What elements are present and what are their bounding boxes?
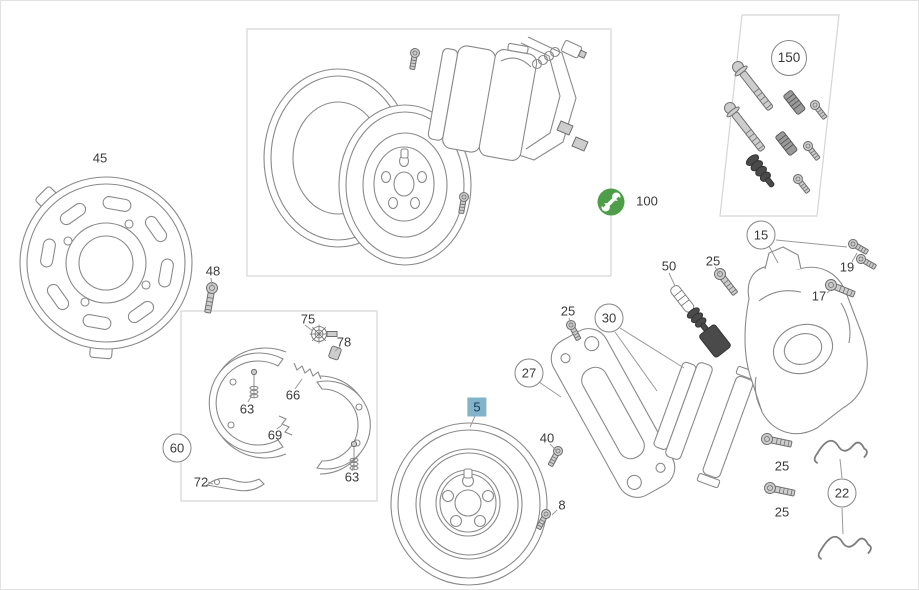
part-label-66[interactable]: 66 bbox=[285, 387, 301, 403]
fastener-19-a bbox=[846, 237, 871, 257]
part-label-25-a[interactable]: 25 bbox=[705, 253, 721, 269]
caliper-bolt-25-a bbox=[759, 431, 794, 451]
parking-brake-shoe-kit bbox=[205, 324, 371, 492]
part-label-78[interactable]: 78 bbox=[336, 334, 352, 350]
part-label-48[interactable]: 48 bbox=[205, 263, 221, 279]
expander-lever bbox=[205, 477, 265, 492]
part-label-100[interactable]: 100 bbox=[636, 193, 658, 209]
disc-screw-40 bbox=[545, 444, 565, 469]
part-label-30[interactable]: 30 bbox=[594, 303, 624, 333]
leader-lines bbox=[207, 239, 858, 535]
part-label-63-a[interactable]: 63 bbox=[239, 401, 255, 417]
hold-down-pin-a bbox=[249, 368, 259, 399]
brake-pads-caliper-set bbox=[427, 36, 589, 161]
part-label-5-selected[interactable]: 5 bbox=[467, 397, 487, 417]
pad-bolt bbox=[407, 47, 421, 71]
guide-pin-boot bbox=[745, 154, 775, 188]
part-label-45[interactable]: 45 bbox=[92, 150, 108, 166]
wrench-icon[interactable] bbox=[597, 188, 625, 216]
part-label-69[interactable]: 69 bbox=[267, 427, 283, 443]
part-label-63-b[interactable]: 63 bbox=[344, 469, 360, 485]
part-label-17[interactable]: 17 bbox=[811, 288, 827, 304]
brake-rotor-pair bbox=[263, 68, 472, 266]
wear-sensor-connector bbox=[560, 39, 588, 59]
backing-plate bbox=[19, 176, 193, 360]
part-label-25-b[interactable]: 25 bbox=[560, 303, 576, 319]
slider-block bbox=[699, 324, 731, 358]
guide-pin-kit bbox=[720, 57, 830, 196]
group-boxes bbox=[180, 14, 840, 502]
part-label-75[interactable]: 75 bbox=[300, 311, 316, 327]
part-label-25-d[interactable]: 25 bbox=[774, 504, 790, 520]
part-label-60[interactable]: 60 bbox=[162, 433, 192, 463]
return-spring-lower bbox=[278, 415, 293, 436]
part-label-27[interactable]: 27 bbox=[514, 358, 544, 388]
group-box-rotor-and-pads bbox=[246, 28, 612, 277]
part-label-72[interactable]: 72 bbox=[193, 474, 209, 490]
caliper-bolt-25-b bbox=[762, 480, 797, 500]
part-label-50[interactable]: 50 bbox=[661, 258, 677, 274]
return-spring-upper bbox=[293, 362, 322, 380]
group-box-parking-brake bbox=[180, 310, 378, 502]
caliper-bracket bbox=[550, 328, 676, 498]
plate-bolt-48 bbox=[201, 281, 219, 315]
part-label-15[interactable]: 15 bbox=[746, 220, 776, 250]
spring-clip-lower bbox=[817, 531, 874, 567]
spring-clip-upper bbox=[813, 435, 870, 471]
part-label-150[interactable]: 150 bbox=[771, 40, 807, 76]
guide-pin-50 bbox=[670, 284, 710, 333]
part-label-25-c[interactable]: 25 bbox=[774, 458, 790, 474]
part-label-19[interactable]: 19 bbox=[839, 259, 855, 275]
part-label-22[interactable]: 22 bbox=[827, 478, 857, 508]
brake-caliper bbox=[744, 246, 868, 435]
bracket-bolt-25-upper bbox=[711, 265, 741, 298]
part-label-8[interactable]: 8 bbox=[558, 497, 566, 513]
adjuster-sleeve bbox=[328, 345, 342, 361]
part-label-40[interactable]: 40 bbox=[539, 430, 555, 446]
fastener-19-b bbox=[854, 252, 879, 272]
group-box-guide-pin-kit bbox=[719, 14, 840, 217]
wear-sensor-wire bbox=[500, 57, 532, 68]
brake-pad-rear bbox=[653, 361, 713, 460]
brake-disc bbox=[390, 422, 548, 586]
adjuster-wheel bbox=[309, 324, 338, 344]
